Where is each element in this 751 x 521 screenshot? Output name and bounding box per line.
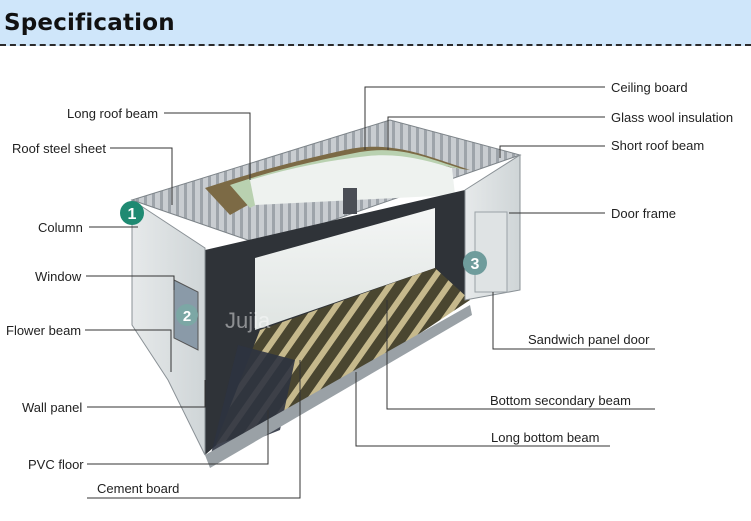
leader-bottom-secondary-beam: [386, 300, 655, 410]
label-long-bottom-beam: Long bottom beam: [491, 430, 600, 445]
label-sandwich-panel-door: Sandwich panel door: [528, 332, 650, 347]
watermark: Jujia: [225, 308, 271, 333]
ceiling-board-layer: [250, 155, 455, 205]
label-wall-panel: Wall panel: [22, 400, 83, 415]
ceiling-vent: [343, 188, 357, 214]
leader-cement-board: [87, 360, 301, 499]
leader-lines: [85, 86, 655, 499]
page-title: Specification: [4, 10, 175, 36]
label-flower-beam: Flower beam: [6, 323, 82, 338]
marker-3-label: 3: [471, 256, 480, 273]
marker-1: 1: [120, 201, 144, 225]
leader-long-bottom-beam: [355, 372, 610, 447]
leader-short-roof-beam: [499, 145, 605, 158]
label-door-frame: Door frame: [611, 206, 677, 221]
label-long-roof-beam: Long roof beam: [67, 106, 159, 121]
leader-wall-panel: [87, 380, 206, 408]
label-short-roof-beam: Short roof beam: [611, 138, 705, 153]
leader-pvc-floor: [87, 410, 269, 465]
leader-glass-wool: [387, 116, 605, 150]
leader-flower-beam: [85, 329, 172, 372]
container-body: [130, 119, 522, 468]
label-window: Window: [35, 269, 82, 284]
label-glass-wool-insulation: Glass wool insulation: [611, 110, 734, 125]
marker-1-label: 1: [128, 206, 137, 223]
label-roof-steel-sheet: Roof steel sheet: [12, 141, 106, 156]
label-pvc-floor: PVC floor: [28, 457, 84, 472]
back-wall: [255, 208, 435, 330]
leader-long-roof-beam: [164, 112, 251, 180]
end-wall-left: [131, 199, 206, 456]
marker-2: 2: [176, 304, 198, 326]
label-cement-board: Cement board: [97, 481, 180, 496]
door-panel: [474, 211, 508, 293]
leader-roof-steel-sheet: [110, 147, 173, 205]
leader-sandwich-panel-door: [492, 292, 655, 350]
marker-3: 3: [463, 251, 487, 275]
bottom-beam: [205, 305, 472, 468]
label-bottom-secondary-beam: Bottom secondary beam: [490, 393, 631, 408]
label-ceiling-board: Ceiling board: [611, 80, 688, 95]
section-header: Specification: [0, 0, 751, 46]
marker-2-label: 2: [183, 308, 191, 325]
label-column: Column: [38, 220, 83, 235]
leader-window: [86, 275, 175, 290]
leader-ceiling-board: [364, 86, 605, 150]
